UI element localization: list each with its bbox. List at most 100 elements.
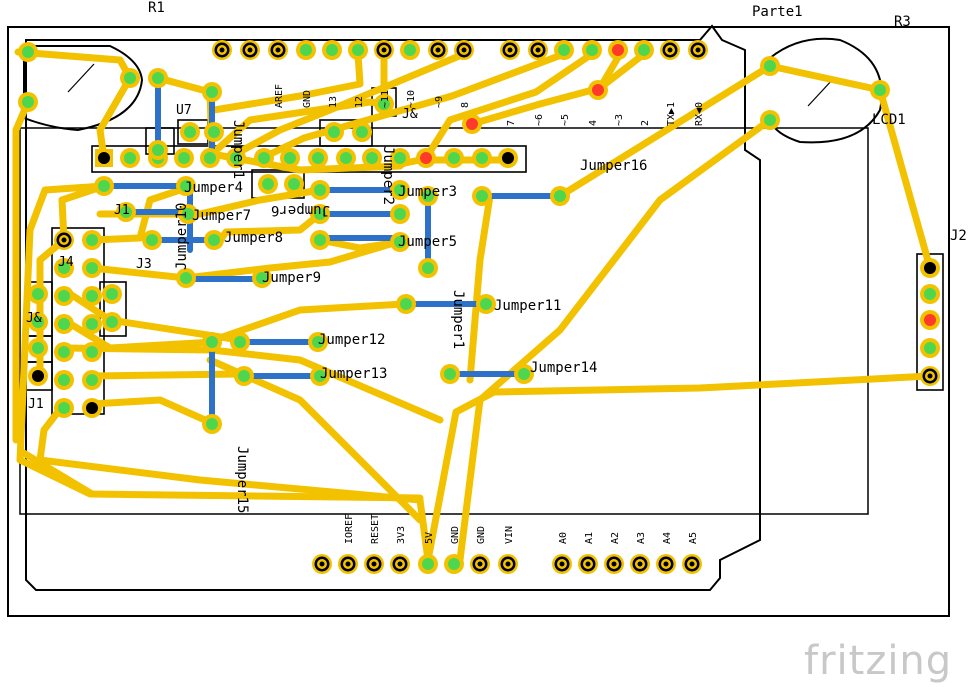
- via-pad: [588, 80, 608, 100]
- pads: [18, 40, 940, 574]
- label-j3: J3: [136, 257, 152, 272]
- header_bottom_left-label: IOREF: [344, 514, 355, 544]
- lcd-header-pin: [254, 148, 274, 168]
- via-pad: [514, 364, 534, 384]
- via-pad: [324, 122, 344, 142]
- header_bottom_left-label: GND: [476, 526, 487, 544]
- pot-r1-pin: [148, 68, 168, 88]
- header_top_left-label: AREF: [274, 84, 285, 108]
- via-pad: [390, 204, 410, 224]
- header-top-right-pin: [554, 40, 574, 60]
- via-pad: [418, 186, 438, 206]
- label-jumper13: Jumper13: [320, 366, 387, 382]
- header-bottom-left-pin: [418, 554, 438, 574]
- connector-jamp-pin: [102, 284, 122, 304]
- via-pad: [476, 294, 496, 314]
- header-top-right-pin: [660, 40, 680, 60]
- header-top-right-pin: [608, 40, 628, 60]
- connector-j4-pin: [54, 314, 74, 334]
- header-bottom-left-pin: [444, 554, 464, 574]
- via-pad: [310, 230, 330, 250]
- header-bottom-right-pin: [578, 554, 598, 574]
- lcd-header-pin: [336, 148, 356, 168]
- connector-left-pin: [28, 312, 48, 332]
- header_bottom_right-label: A3: [636, 532, 647, 544]
- via-pad: [390, 180, 410, 200]
- label-r1: R1: [148, 0, 165, 16]
- header_top_left-label: ~9: [434, 96, 445, 108]
- via-pad: [94, 176, 114, 196]
- connector-j2-pin: [920, 366, 940, 386]
- header_bottom_right-label: A2: [610, 532, 621, 544]
- header-top-right-pin: [634, 40, 654, 60]
- via-pad: [142, 230, 162, 250]
- header_top_right-label: 2: [640, 120, 651, 126]
- label-jumper9: Jumper9: [262, 270, 321, 286]
- connector-j4-pin: [54, 258, 74, 278]
- pot-r1-pin: [18, 42, 38, 62]
- header_top_right-label: ~3: [614, 114, 625, 126]
- header_top_left-label: ~11: [380, 90, 391, 108]
- label-j4: J4: [58, 255, 74, 270]
- lcd-header-pin: [472, 148, 492, 168]
- connector-j4-pin: [82, 314, 102, 334]
- header_top_right-label: ~6: [534, 114, 545, 126]
- pot-r3-pin: [870, 80, 890, 100]
- header_bottom_right-label: A0: [558, 532, 569, 544]
- via-pad: [258, 174, 278, 194]
- via-pad: [462, 114, 482, 134]
- via-pad: [352, 122, 372, 142]
- label-j2: J2: [950, 228, 967, 244]
- header-top-right-pin: [688, 40, 708, 60]
- lcd-header-pin: [95, 149, 113, 167]
- pot-r3-pin: [760, 56, 780, 76]
- header_bottom_right-label: A5: [688, 532, 699, 544]
- connector-left-pin: [28, 284, 48, 304]
- label-u7: U7: [176, 103, 192, 118]
- label-jumper4: Jumper4: [184, 180, 243, 196]
- header_bottom_left-label: 5V: [424, 532, 435, 544]
- via-pad: [204, 230, 224, 250]
- header_top_right-label: 7: [506, 120, 517, 126]
- header_bottom_left-label: VIN: [504, 526, 515, 544]
- connector-j4-pin: [54, 398, 74, 418]
- via-pad: [180, 122, 200, 142]
- via-pad: [418, 258, 438, 278]
- header-top-left-pin: [240, 40, 260, 60]
- connector-j4-pin: [54, 342, 74, 362]
- header_bottom_left-label: RESET: [370, 514, 381, 544]
- jumper-wires: [111, 85, 555, 419]
- lcd-header-pin: [416, 148, 436, 168]
- connector-j2-pin: [920, 284, 940, 304]
- header_top_left-label: 13: [328, 96, 339, 108]
- label-jumper5: Jumper5: [398, 234, 457, 250]
- connector-j4-pin: [54, 370, 74, 390]
- via-pad: [178, 204, 198, 224]
- label-jumper7: Jumper7: [192, 208, 251, 224]
- connector-j4-pin: [82, 258, 102, 278]
- via-pad: [204, 122, 224, 142]
- pot-r3-pin: [760, 110, 780, 130]
- lcd-header-pin: [390, 148, 410, 168]
- header_top_left-label: 8: [460, 102, 471, 108]
- connector-j4-pin: [82, 370, 102, 390]
- header-top-left-pin: [374, 40, 394, 60]
- connector-j4-pin: [82, 398, 102, 418]
- label-jumper6: Jumper6: [271, 202, 330, 218]
- connector-j2-pin: [920, 258, 940, 278]
- label-j1b: J1: [28, 397, 44, 412]
- pot-r1-pin: [18, 92, 38, 112]
- header_top_left-label: 12: [354, 96, 365, 108]
- label-jumper15: Jumper15: [234, 446, 250, 513]
- via-pad: [550, 186, 570, 206]
- header-bottom-right-pin: [552, 554, 572, 574]
- via-pad: [390, 232, 410, 252]
- via-pad: [440, 364, 460, 384]
- label-jamp1: J&: [26, 311, 42, 326]
- via-pad: [310, 204, 330, 224]
- header-top-left-pin: [454, 40, 474, 60]
- fritzing-logo: fritzing: [804, 638, 952, 684]
- header_top_right-label: TX▶1: [666, 102, 677, 126]
- header-top-left-pin: [400, 40, 420, 60]
